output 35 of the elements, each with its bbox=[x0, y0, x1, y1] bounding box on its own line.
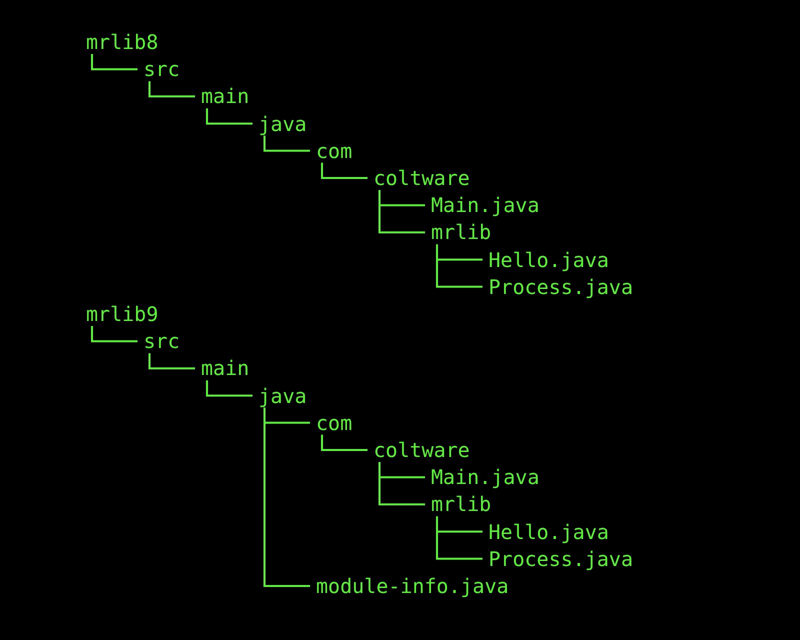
tree-entry: mrlib9 bbox=[86, 302, 158, 326]
tree-connector bbox=[264, 136, 310, 152]
tree-entry: com bbox=[316, 138, 352, 163]
tree-entry: Process.java bbox=[488, 274, 633, 299]
tree-connector bbox=[321, 162, 368, 179]
tree-connector bbox=[206, 108, 252, 125]
tree-entry: mrlib bbox=[431, 220, 492, 244]
tree-connector bbox=[436, 244, 482, 288]
tree-entry: Process.java bbox=[488, 546, 633, 571]
tree-entry: Main.java bbox=[431, 465, 540, 490]
tree-entry: module-info.java bbox=[316, 574, 509, 598]
tree-entry: mrlib8 bbox=[86, 30, 158, 54]
tree-entry: main bbox=[201, 84, 250, 108]
tree-entry: java bbox=[258, 112, 307, 136]
tree-connector bbox=[378, 190, 425, 234]
tree-entry: Main.java bbox=[431, 193, 540, 218]
tree-entry: coltware bbox=[374, 438, 470, 462]
tree-entry: Hello.java bbox=[488, 520, 609, 544]
tree-entry: Hello.java bbox=[488, 248, 609, 272]
tree-connector bbox=[206, 380, 252, 397]
tree-connector bbox=[321, 434, 368, 451]
tree-entry: src bbox=[144, 57, 180, 82]
tree-entry: src bbox=[144, 329, 180, 354]
tree-connector bbox=[91, 54, 138, 70]
tree-connector bbox=[148, 353, 195, 370]
tree-entry: com bbox=[316, 410, 352, 435]
tree-connector bbox=[436, 516, 482, 560]
tree-entry: java bbox=[258, 384, 307, 408]
tree-entry: coltware bbox=[374, 166, 470, 190]
tree-connector bbox=[148, 81, 195, 98]
tree-connector bbox=[378, 462, 425, 506]
tree-connector bbox=[91, 326, 138, 342]
tree-entry: main bbox=[201, 356, 250, 380]
tree-entry: mrlib bbox=[431, 492, 492, 516]
tree-connector bbox=[264, 408, 310, 587]
